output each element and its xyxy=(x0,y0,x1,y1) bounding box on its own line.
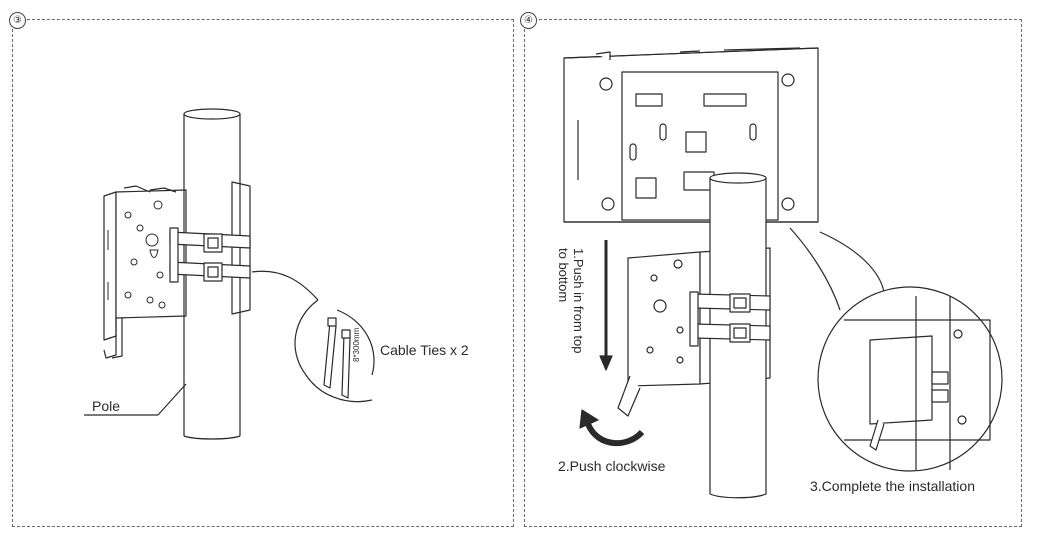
step-3-cable-ties xyxy=(169,227,251,283)
step-4-cable-ties xyxy=(689,291,771,347)
step-4-number: ④ xyxy=(520,12,537,29)
step-3-number: ③ xyxy=(9,12,26,29)
step-4-clockwise-arrow xyxy=(579,409,645,447)
step-4-push-down-arrow xyxy=(599,240,613,371)
step-4-zoom-circle xyxy=(817,286,1003,472)
pole-label: Pole xyxy=(92,398,121,414)
cable-tie-size-label: 8*300mm xyxy=(352,327,361,362)
push-in-label: 1.Push in from top to bottom xyxy=(556,248,586,354)
step-3-panel xyxy=(12,19,514,527)
step-4-zoom-lines xyxy=(789,227,885,311)
step-4-panel xyxy=(524,19,1022,527)
step-3-bracket-holes xyxy=(107,200,166,309)
step-3-callout-lines xyxy=(84,270,319,416)
step-4-device-box xyxy=(563,47,819,223)
push-clockwise-label: 2.Push clockwise xyxy=(558,458,666,474)
complete-installation-label: 3.Complete the installation xyxy=(810,478,975,494)
cable-ties-label: Cable Ties x 2 xyxy=(380,342,469,358)
step-3-zoom-circle xyxy=(294,299,375,403)
